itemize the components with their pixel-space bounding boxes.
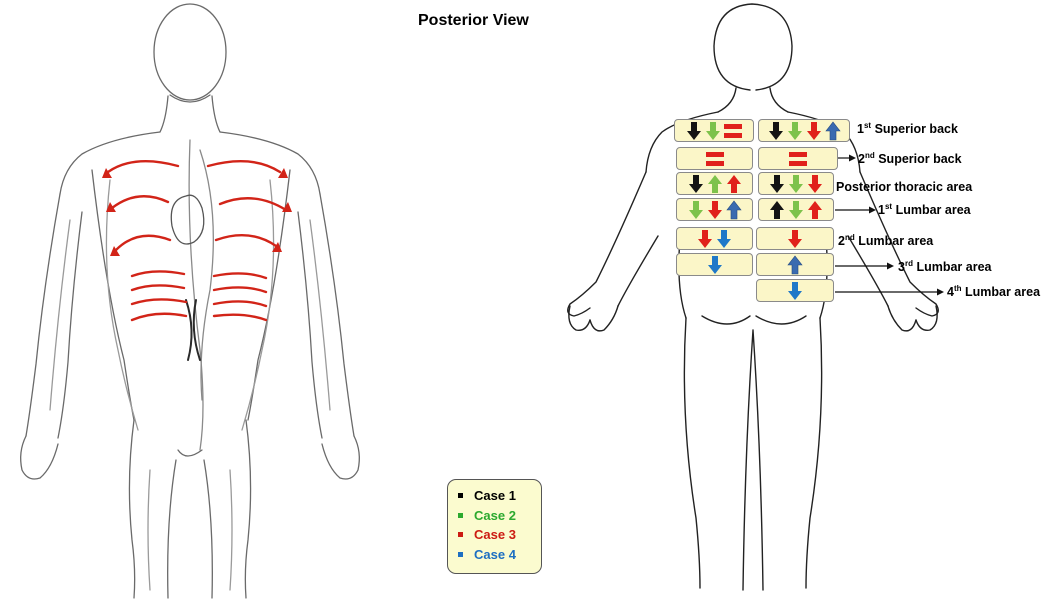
arrow-up-red-icon <box>726 174 741 193</box>
diagram-title: Posterior View <box>418 12 529 29</box>
zone-label: 1st Lumbar area <box>878 202 971 217</box>
equal-icon <box>705 151 724 166</box>
legend-item: Case 4 <box>458 545 541 565</box>
zone-box-left <box>676 227 753 250</box>
arrow-down-black-icon <box>768 121 783 140</box>
legend-swatch <box>458 551 463 557</box>
zone-box-left <box>676 253 753 276</box>
zone-name: Posterior thoracic area <box>836 180 973 194</box>
arrow-down-blue-icon <box>707 255 722 274</box>
zone-ordinal-suffix: nd <box>864 151 875 160</box>
arrow-down-red-icon <box>808 174 822 193</box>
zone-box-right <box>758 172 834 195</box>
arrow-down-black-icon <box>688 174 703 193</box>
legend-label: Case 4 <box>474 546 516 562</box>
body-outline <box>567 3 939 591</box>
zone-label: 4th Lumbar area <box>947 284 1040 299</box>
arrow-down-red-icon <box>806 121 821 140</box>
legend-item: Case 1 <box>458 486 541 506</box>
legend-label: Case 1 <box>474 488 516 504</box>
zone-label: Posterior thoracic area <box>836 180 972 194</box>
legend-item: Case 2 <box>458 506 541 526</box>
zone-ordinal-suffix: th <box>953 284 962 293</box>
zone-ordinal-suffix: st <box>884 202 893 211</box>
zone-ordinal: 1 <box>857 122 864 137</box>
arrow-up-red-icon <box>808 200 822 219</box>
zone-label: 3rd Lumbar area <box>898 259 991 274</box>
zone-name: Superior back <box>878 152 962 167</box>
zone-ordinal: 1 <box>878 203 885 218</box>
zone-name: Lumbar area <box>895 203 971 218</box>
arrow-down-blue-icon <box>717 229 731 248</box>
equal-icon <box>789 151 807 166</box>
zone-box-right <box>758 198 834 221</box>
arrow-up-blue-icon <box>725 200 742 219</box>
zone-name: Lumbar area <box>858 234 934 249</box>
zone-ordinal: 2 <box>838 234 845 249</box>
zone-box-right <box>758 119 850 142</box>
legend-label: Case 3 <box>474 527 516 543</box>
zone-ordinal: 3 <box>898 260 905 275</box>
zone-ordinal-suffix: nd <box>844 233 855 242</box>
zone-label: 2nd Superior back <box>858 151 962 166</box>
arrow-up-black-icon <box>770 200 784 219</box>
zone-ordinal-suffix: st <box>863 121 872 130</box>
arrow-up-green-icon <box>707 174 722 193</box>
legend-label: Case 2 <box>474 507 516 523</box>
zone-box-left <box>674 119 754 142</box>
zone-box-left <box>676 198 753 221</box>
legend-swatch <box>458 512 463 518</box>
legend-swatch <box>458 532 463 538</box>
anatomy-sketch <box>20 3 360 599</box>
arrow-down-black-icon <box>687 121 701 140</box>
arrow-down-red-icon <box>707 200 722 219</box>
arrow-down-green-icon <box>789 200 803 219</box>
legend-swatch <box>458 493 463 499</box>
equal-icon <box>724 123 742 138</box>
zone-box-left <box>676 147 753 170</box>
arrow-down-black-icon <box>770 174 784 193</box>
zone-ordinal: 2 <box>858 152 865 167</box>
arrow-down-red-icon <box>788 229 802 248</box>
arrow-up-blue-icon <box>824 121 841 140</box>
arrow-up-blue-icon <box>787 255 803 274</box>
arrow-down-green-icon <box>787 121 802 140</box>
zone-label: 1st Superior back <box>857 121 958 136</box>
zone-box-right <box>756 227 834 250</box>
zone-name: Lumbar area <box>916 260 992 275</box>
zone-box-right <box>758 147 838 170</box>
arrow-down-green-icon <box>789 174 803 193</box>
zone-ordinal-suffix: rd <box>904 259 913 268</box>
arrow-down-blue-icon <box>788 281 802 300</box>
arrow-down-red-icon <box>698 229 712 248</box>
legend: Case 1 Case 2 Case 3 Case 4 <box>447 479 542 574</box>
zone-name: Lumbar area <box>965 285 1041 300</box>
zone-box-right <box>756 253 834 276</box>
zone-box-right <box>756 279 834 302</box>
arrow-down-green-icon <box>706 121 720 140</box>
legend-item: Case 3 <box>458 525 541 545</box>
zone-box-left <box>676 172 753 195</box>
zone-label: 2nd Lumbar area <box>838 233 933 248</box>
arrow-down-green-icon <box>688 200 703 219</box>
zone-ordinal: 4 <box>947 285 954 300</box>
zone-name: Superior back <box>874 122 958 137</box>
